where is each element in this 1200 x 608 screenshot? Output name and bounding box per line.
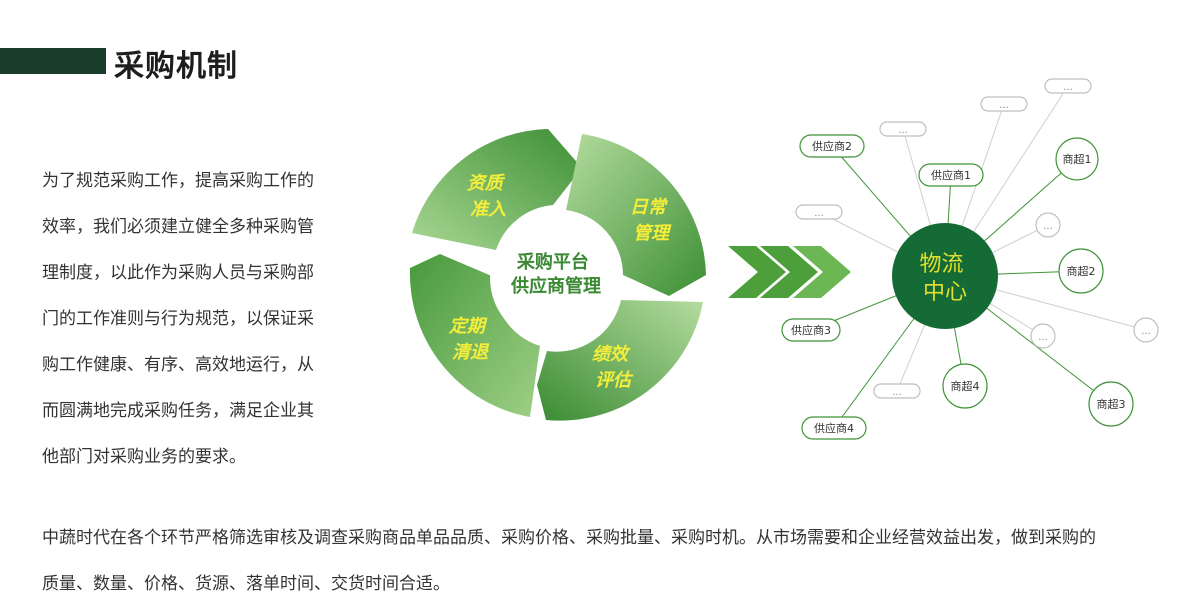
intro-paragraph: 为了规范采购工作，提高采购工作的 效率，我们必须建立健全多种采购管 理制度，以此… [42,158,342,480]
cycle-label-line1: 日常 [630,197,669,218]
cycle-segment-qualification [412,129,582,250]
placeholder-label: ... [1043,221,1053,232]
cycle-center [490,212,622,344]
placeholder-label: ... [814,208,824,219]
chevron-arrow-icon [760,246,818,298]
supplier-node: 供应商4 [801,416,867,440]
cycle-label-line2: 准入 [470,199,506,220]
placeholder-nodes: ... ... ... ... ... ... ... ... [795,78,1159,399]
supplier-node: 供应商3 [781,318,841,342]
bottom-paragraph: 中蔬时代在各个环节严格筛选审核及调查采购商品单品品质、采购价格、采购批量、采购时… [42,515,1162,607]
title-accent-bar [0,48,106,74]
cycle-label-line2: 评估 [595,370,634,391]
placeholder-node: ... [795,204,843,220]
placeholder-label: ... [1038,332,1048,343]
supplier-label: 供应商1 [931,168,971,182]
chevron-arrow-icon [793,246,851,298]
placeholder-label: ... [1141,326,1151,337]
logistics-hub [892,223,998,329]
supermarket-node: 商超4 [942,363,988,409]
supermarket-nodes: 商超1 商超2 商超3 商超4 [942,137,1134,427]
cycle-label-line1: 绩效 [592,344,631,365]
supplier-label: 供应商4 [814,421,854,435]
supplier-node: 供应商2 [799,134,865,158]
placeholder-node: ... [879,121,927,137]
cycle-segment-evaluation [537,300,703,421]
placeholder-label: ... [898,125,908,136]
page-title: 采购机制 [114,49,238,84]
placeholder-label: ... [892,387,902,398]
supermarket-label: 商超3 [1097,397,1126,411]
cycle-label-qualification: 资质 准入 [467,173,509,220]
cycle-ring [409,129,706,421]
cycle-segment-daily-management [566,134,706,296]
cycle-label-line2: 管理 [633,223,672,244]
supplier-label: 供应商3 [791,323,831,337]
cycle-label-daily-management: 日常 管理 [630,197,672,244]
placeholder-node: ... [873,383,921,399]
supplier-node: 供应商1 [918,163,984,187]
supplier-label: 供应商2 [812,139,852,153]
placeholder-node: ... [1030,323,1056,349]
intro-line: 而圆满地完成采购任务，满足企业其 [42,401,314,421]
hub-label-line2: 中心 [923,280,967,305]
intro-line: 效率，我们必须建立健全多种采购管 [42,217,314,237]
bottom-line: 质量、数量、价格、货源、落单时间、交货时间合适。 [42,574,450,594]
logistics-hub-label: 物流 中心 [919,252,970,305]
cycle-label-line1: 定期 [448,316,488,337]
supplier-nodes: 供应商2 供应商1 供应商3 供应商4 [781,134,984,440]
placeholder-label: ... [1063,82,1073,93]
intro-line: 他部门对采购业务的要求。 [42,447,246,467]
cycle-center-line2: 供应商管理 [510,275,601,297]
flow-arrows [728,246,851,298]
supermarket-label: 商超4 [951,379,980,393]
cycle-label-line1: 资质 [467,173,506,194]
placeholder-node: ... [980,96,1028,112]
supermarket-node: 商超3 [1088,381,1134,427]
supermarket-node: 商超1 [1055,137,1099,181]
intro-line: 购工作健康、有序、高效地运行，从 [42,355,314,375]
intro-line: 门的工作准则与行为规范，以保证采 [42,309,314,329]
supermarket-node: 商超2 [1058,248,1104,294]
cycle-label-evaluation: 绩效 评估 [592,344,634,391]
intro-line: 理制度，以此作为采购人员与采购部 [42,263,314,283]
supermarket-label: 商超2 [1067,264,1096,278]
cycle-label-line2: 清退 [452,342,490,363]
cycle-center-line1: 采购平台 [516,251,589,273]
bottom-line: 中蔬时代在各个环节严格筛选审核及调查采购商品单品品质、采购价格、采购批量、采购时… [42,528,1096,548]
placeholder-node: ... [1035,212,1061,238]
intro-line: 为了规范采购工作，提高采购工作的 [42,171,314,191]
placeholder-node: ... [1044,78,1092,94]
cycle-segment-exit [409,254,540,417]
supermarket-label: 商超1 [1063,152,1092,166]
placeholder-node: ... [1133,317,1159,343]
cycle-label-exit: 定期 清退 [448,316,491,363]
placeholder-label: ... [999,100,1009,111]
chevron-arrow-icon [728,246,786,298]
cycle-center-label: 采购平台 供应商管理 [510,251,601,297]
hub-label-line1: 物流 [919,252,963,277]
